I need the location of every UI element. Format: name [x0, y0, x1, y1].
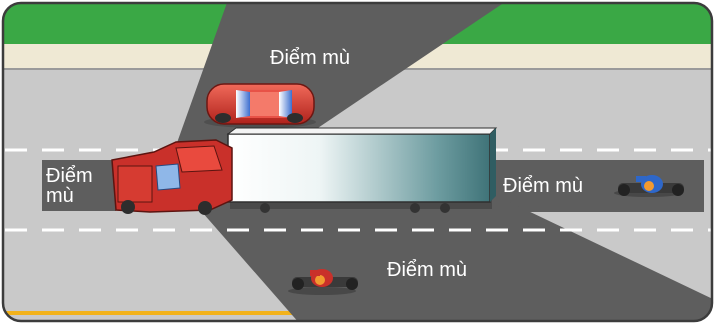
blind-spot-label-top: Điểm mù [270, 47, 350, 69]
blind-spot-label-left-line1: Điểm [46, 165, 93, 187]
blind-spot-label-right: Điểm mù [503, 175, 583, 197]
blind-spot-label-bottom: Điểm mù [387, 259, 467, 281]
car [204, 84, 316, 128]
blind-spot-label-left-line2: mù [46, 185, 74, 207]
trailer [228, 134, 490, 202]
